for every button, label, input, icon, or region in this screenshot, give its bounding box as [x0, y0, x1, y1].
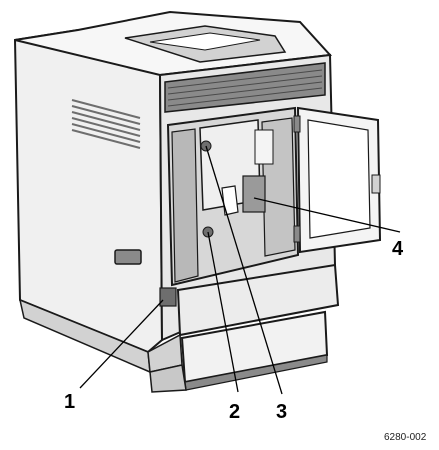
- interior-left-frame: [171, 128, 199, 283]
- door-inner-panel: [307, 119, 371, 239]
- power-connector: [159, 287, 177, 307]
- rear-vent-slats: [167, 69, 323, 107]
- side-handle-slot: [114, 249, 142, 265]
- leader-line-2: [207, 231, 239, 393]
- optional-tray-upper: [176, 263, 340, 337]
- callout-label-4: 4: [392, 238, 404, 260]
- output-tray-inner: [149, 32, 261, 51]
- side-vent-grille: [71, 99, 141, 149]
- callout-label-1: 1: [64, 391, 75, 413]
- figure-code: 6280-002: [384, 432, 427, 443]
- transfer-lever: [221, 185, 239, 216]
- leader-line-1: [79, 299, 164, 389]
- door-hinge-lower: [293, 225, 301, 243]
- door-latch: [371, 174, 381, 194]
- leader-line-4: [253, 197, 401, 233]
- leader-line-3: [205, 145, 283, 395]
- printer-left-side-panel: [13, 28, 164, 354]
- callout-label-3: 3: [276, 401, 287, 423]
- interior-board: [254, 129, 274, 165]
- interior-connector: [242, 175, 266, 213]
- optional-tray-lower-side: [149, 364, 187, 393]
- callout-label-2: 2: [229, 401, 240, 423]
- door-hinge-upper: [293, 115, 301, 133]
- rear-vent: [164, 62, 326, 113]
- leader-lines: [79, 145, 401, 395]
